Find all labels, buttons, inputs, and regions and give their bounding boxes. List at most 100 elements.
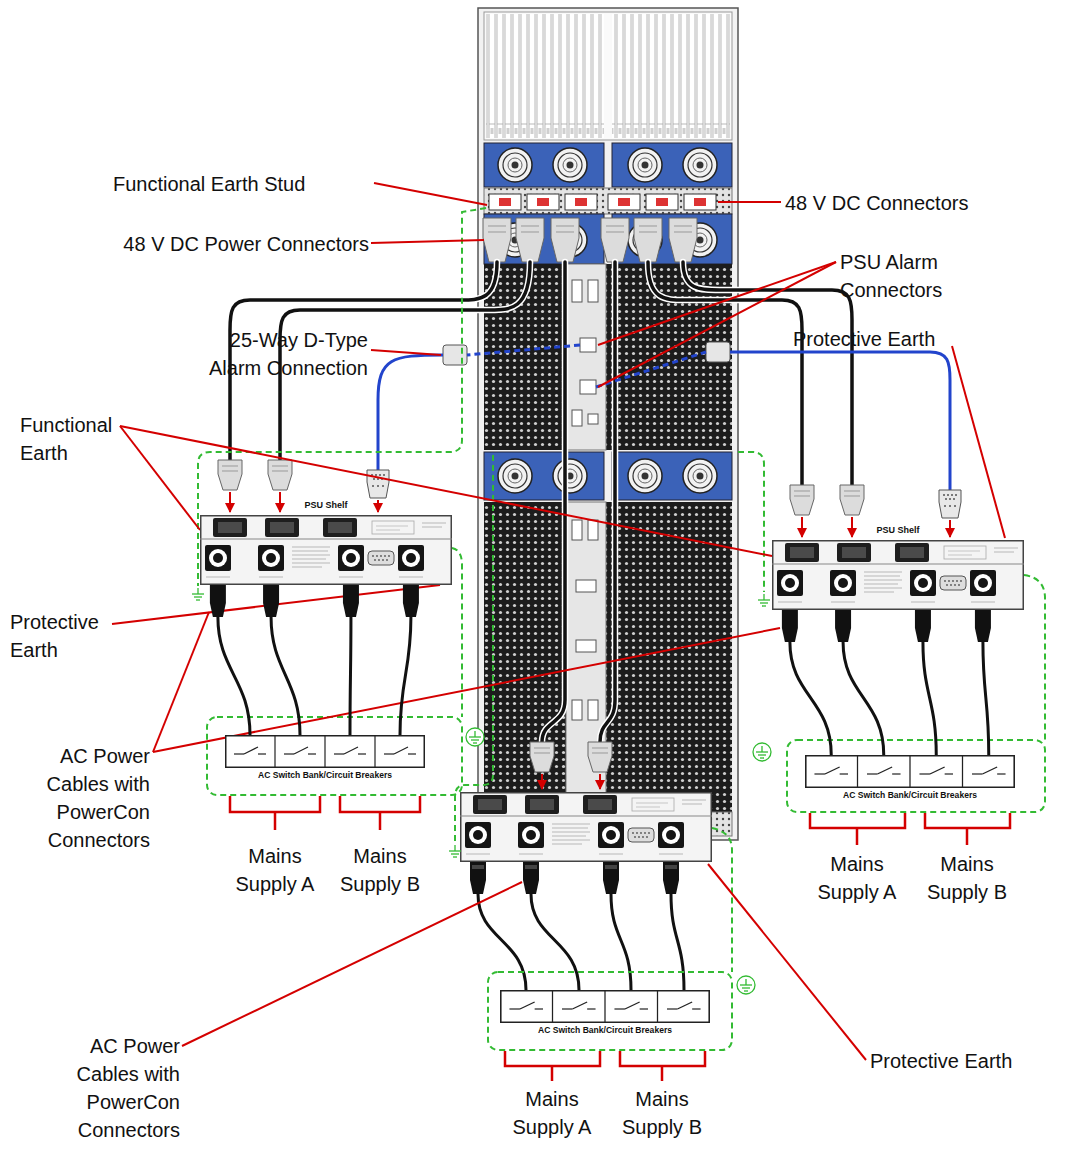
supply-bracket [230,796,320,812]
dc-power-cable [542,262,565,742]
equipment-chassis [498,459,532,493]
insert-arrow [279,492,281,512]
callout-holder: Mains Supply A [507,1085,597,1141]
leader-line [120,426,200,530]
supply-bracket [661,1066,664,1081]
alarm-cable [730,352,950,490]
leader-line [371,350,441,355]
callout-label: Mains Supply A [230,842,320,898]
equipment-chassis [669,218,697,262]
callout-holder: Protective Earth [793,325,1013,353]
supply-bracket [620,1051,705,1066]
equipment-chassis [628,459,662,493]
dc-connector [565,194,597,210]
d-type-connector [706,342,730,362]
psu-shelf: PSU Shelf [772,540,1024,610]
equipment-chassis [516,218,544,262]
dc-plug [268,460,292,490]
callout-holder: Functional Earth Stud [113,170,373,198]
alarm-cable [467,345,580,355]
insert-arrow [949,520,951,537]
psu-shelf-drawing [460,793,712,862]
switch-bank-face [806,755,1014,788]
dc-power-cable [600,262,615,742]
callout-holder: AC Power Cables with PowerCon Connectors [58,1032,180,1144]
switch-bank-face [805,755,1015,788]
equipment-chassis [553,459,587,493]
callout-label: Mains Supply A [812,850,902,906]
callout-label: Functional Earth Stud [113,170,373,198]
shelf-heading: PSU Shelf [772,524,1024,536]
callout-label: Mains Supply B [922,850,1012,906]
supply-bracket [379,812,382,830]
equipment-chassis [484,452,604,500]
callout-label: AC Power Cables with PowerCon Connectors [28,742,150,854]
equipment-chassis [588,700,598,720]
dc-connector [489,194,716,210]
insert-arrow [801,517,803,537]
equipment-chassis [484,188,732,214]
callout-label: Functional Earth [20,411,145,467]
earth-symbol [192,588,204,600]
callout-holder: Mains Supply B [617,1085,707,1141]
earth-symbol [449,845,461,857]
switch-bank: AC Switch Bank/Circuit Breakers [225,735,425,782]
equipment-chassis [576,640,596,652]
switch-bank-face [226,735,425,768]
earth-symbol [758,594,770,606]
equipment-chassis [588,280,598,302]
callout-label: 48 V DC Connectors [785,189,1065,217]
callout-holder: PSU Alarm Connectors [840,248,960,304]
equipment-chassis [634,218,662,262]
psu-shelf-drawing [460,793,712,990]
switch-bank-label: AC Switch Bank/Circuit Breakers [805,789,1015,802]
earth-bond [712,828,732,972]
callout-holder: Protective Earth [870,1047,1070,1075]
dc-plug [218,460,242,490]
earth-bond [198,208,486,586]
earth-bond [787,740,1045,812]
powercon-plug [915,610,931,642]
equipment-chassis [486,14,604,138]
supply-bracket [274,812,277,830]
psu-shelf-drawing [470,862,486,894]
supply-bracket [230,796,1010,1081]
d-type-connector [443,345,467,365]
supply-bracket [925,813,1010,828]
equipment-chassis [553,148,587,182]
callout-label: Protective Earth [793,325,1013,353]
equipment-chassis [572,520,598,720]
shelf-face [772,540,1024,610]
equipment-chassis [478,8,738,840]
earth-bond [207,717,462,795]
psu-shelf-drawing [663,862,679,894]
callout-holder: Functional Earth [20,411,145,467]
switch-bank: AC Switch Bank/Circuit Breakers [500,990,710,1037]
dc-connector [684,194,716,210]
dc-connector [618,198,630,206]
equipment-chassis [498,148,532,182]
dc-power-cable [648,262,802,485]
earth-bond [1024,575,1045,740]
alarm-cable [378,345,950,490]
insert-arrow [599,774,601,789]
earth-bond [738,452,764,592]
dc-connector [575,198,587,206]
dc-power-cable [600,262,615,742]
powercon-plug [343,585,359,617]
callout-label: Protective Earth [870,1047,1070,1075]
insert-arrow [851,517,853,537]
powercon-plug [782,610,798,642]
leader-line [182,882,522,1046]
leader-line [371,240,484,243]
callout-holder: 25-Way D-Type Alarm Connection [193,326,368,382]
dc-power-cable [683,262,852,485]
supply-bracket [551,1066,554,1081]
powercon-plug [975,610,991,642]
alarm-cable [596,352,706,387]
dc-connector [499,198,511,206]
equipment-chassis [484,264,732,450]
dc-connector [608,194,640,210]
psu-shelf-drawing [460,793,712,862]
